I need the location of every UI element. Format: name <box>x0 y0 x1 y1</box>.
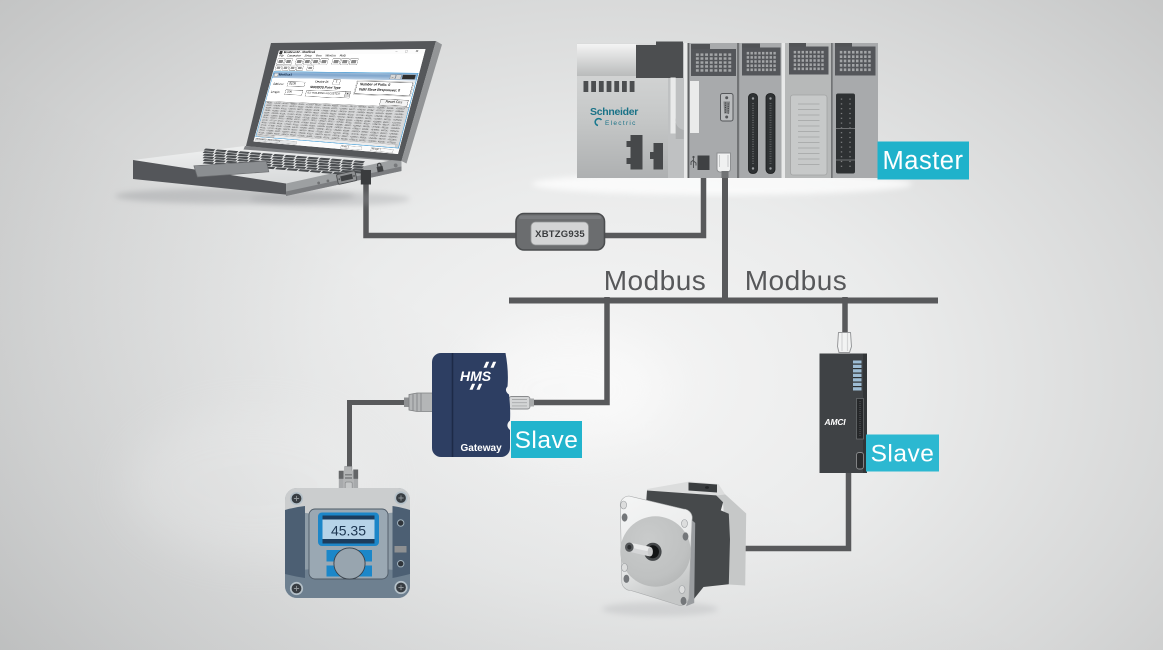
svg-text:Modbus: Modbus <box>745 265 848 296</box>
svg-text:45.35: 45.35 <box>331 523 366 539</box>
svg-text:Modbus: Modbus <box>604 265 707 296</box>
svg-text:Master: Master <box>883 147 964 175</box>
svg-text:Slave: Slave <box>515 427 579 454</box>
svg-text:XBTZG935: XBTZG935 <box>535 229 585 240</box>
svg-text:AMCI: AMCI <box>824 417 847 427</box>
svg-text:Slave: Slave <box>871 441 935 468</box>
svg-text:HMS: HMS <box>460 368 492 384</box>
svg-text:Electric: Electric <box>605 120 637 127</box>
svg-text:Gateway: Gateway <box>461 443 503 454</box>
svg-text:Schneider: Schneider <box>590 106 638 118</box>
